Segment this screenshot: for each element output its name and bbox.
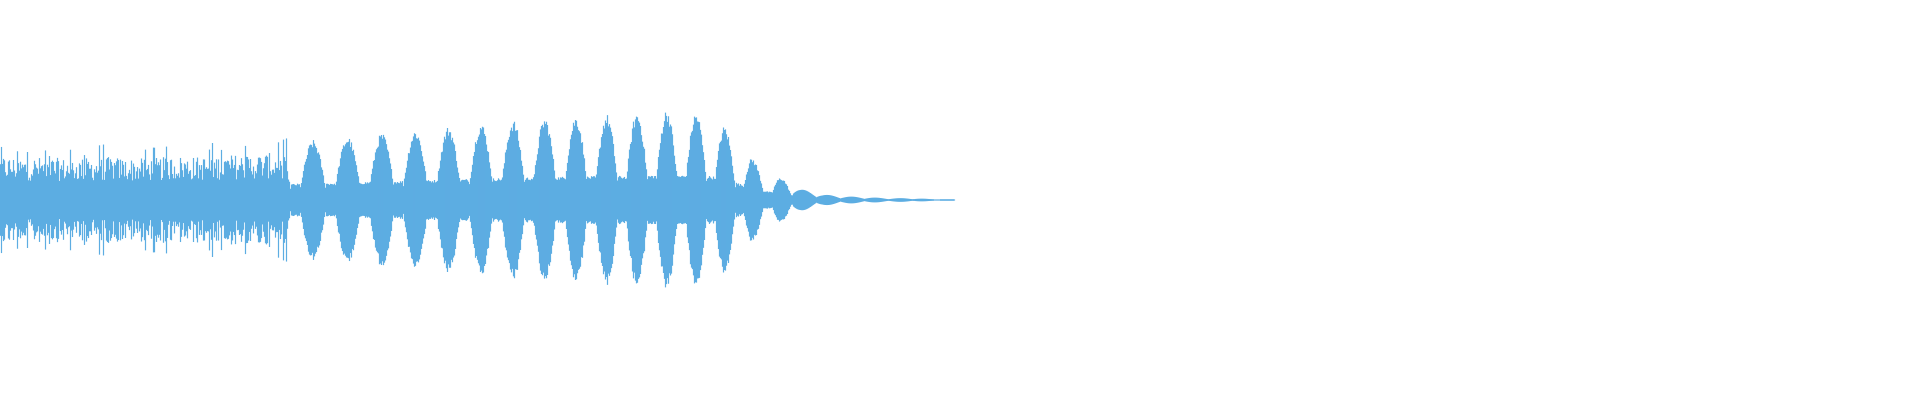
waveform-bars (0, 112, 956, 288)
